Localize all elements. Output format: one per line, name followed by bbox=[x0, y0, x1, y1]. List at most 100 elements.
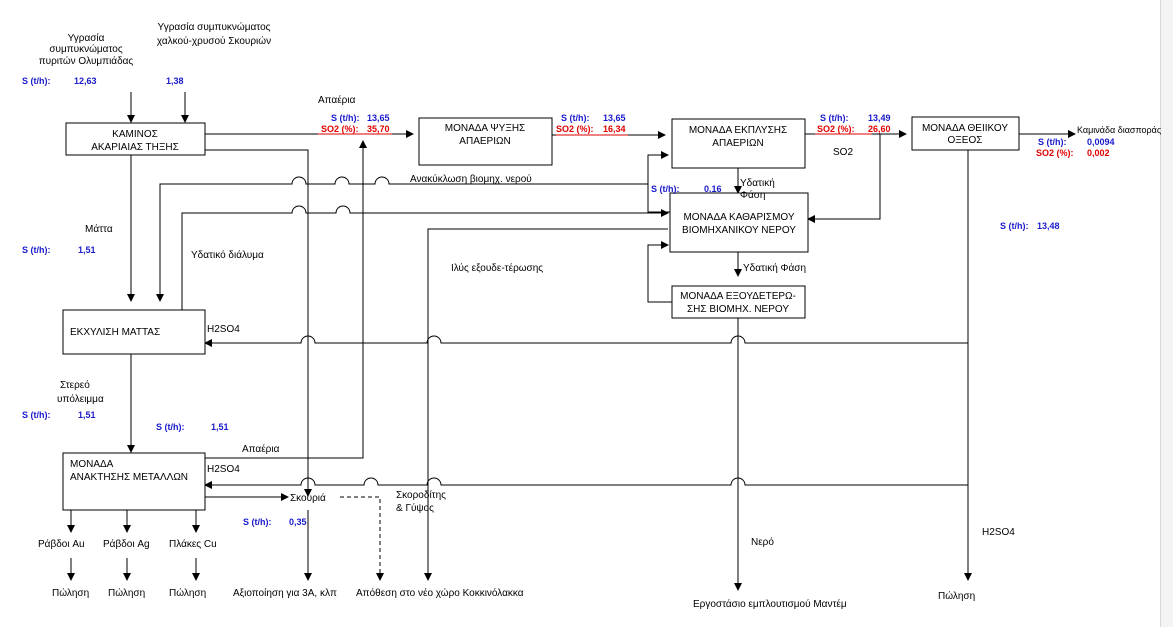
wash-out-so2-label: SO2 (%): bbox=[817, 124, 855, 134]
scorodite-label-2: & Γύψος bbox=[396, 502, 434, 514]
h2so4-label-a: H2SO4 bbox=[207, 324, 240, 335]
ag-label: Ράβδοι Ag bbox=[103, 538, 150, 550]
recovery-in-s-label: S (t/h): bbox=[156, 422, 185, 432]
utilize-label: Αξιοποίηση για 3Α, κλπ bbox=[233, 587, 337, 599]
acid-label-2: ΟΞΕΟΣ bbox=[948, 135, 983, 146]
furnace-out-so2-label: SO2 (%): bbox=[321, 124, 359, 134]
slag-s-value: 0,35 bbox=[289, 517, 307, 527]
furnace-out-s-label: S (t/h): bbox=[331, 113, 360, 123]
wash-out-s-label: S (t/h): bbox=[820, 113, 849, 123]
recirc-water-line bbox=[156, 176, 648, 302]
acid-s-value: 13,48 bbox=[1037, 221, 1060, 231]
washing-label-2: ΑΠΑΕΡΙΩΝ bbox=[712, 138, 763, 149]
slag-line bbox=[205, 149, 312, 497]
aq-solution-label: Υδατικό διάλυμα bbox=[191, 249, 264, 261]
offgas-recovery-line bbox=[205, 140, 367, 459]
water-clean-label-2: ΒΙΟΜΗΧΑΝΙΚΟΥ ΝΕΡΟΥ bbox=[682, 225, 796, 236]
solid-s-label: S (t/h): bbox=[22, 410, 51, 420]
water-clean-label-1: ΜΟΝΑΔΑ ΚΑΘΑΡΙΣΜΟΥ bbox=[683, 212, 794, 223]
furnace-out-so2-value: 35,70 bbox=[367, 124, 390, 134]
water-clean-box bbox=[669, 192, 809, 253]
sale-label-2: Πώληση bbox=[108, 587, 145, 599]
neutral-label-2: ΣΗΣ ΒΙΟΜΗΧ. ΝΕΡΟΥ bbox=[687, 304, 789, 315]
neutral-loop-arrow bbox=[647, 241, 672, 303]
cooling-label-2: ΑΠΑΕΡΙΩΝ bbox=[459, 136, 510, 147]
plant-label: Εργοστάσιο εμπλουτισμού Μαντέμ bbox=[693, 598, 847, 610]
so2-return-arrow bbox=[807, 134, 881, 223]
recovery-box bbox=[62, 452, 206, 511]
offgas-low-label: Απαέρια bbox=[242, 443, 280, 455]
matte-s-value: 1,51 bbox=[78, 245, 96, 255]
recirc-s-label: S (t/h): bbox=[651, 184, 680, 194]
recovery-label-1: ΜΟΝΑΔΑ bbox=[70, 459, 114, 470]
aqueous-phase-label-2: Υδατική Φάση bbox=[743, 262, 806, 274]
washing-box bbox=[671, 118, 806, 169]
stack-so2-value: 0,002 bbox=[1087, 148, 1110, 158]
neutral-box bbox=[671, 285, 806, 319]
stack-so2-label: SO2 (%): bbox=[1036, 148, 1074, 158]
cool-out-s-value: 13,65 bbox=[603, 113, 626, 123]
furnace-label-1: ΚΑΜΙΝΟΣ bbox=[112, 129, 158, 140]
neutral-label-1: ΜΟΝΑΔΑ ΕΞΟΥΔΕΤΕΡΩ- bbox=[680, 291, 796, 302]
offgas-top-label: Απαέρια bbox=[318, 94, 356, 106]
slag-s-label: S (t/h): bbox=[243, 517, 272, 527]
acid-box bbox=[911, 116, 1020, 151]
stack-s-value: 0,0094 bbox=[1087, 137, 1115, 147]
slag-label: Σκουριά bbox=[290, 492, 326, 504]
skouries-label-1: Υγρασία συμπυκνώματος bbox=[158, 21, 271, 33]
cooling-box bbox=[418, 117, 553, 166]
skouries-s-value: 1,38 bbox=[166, 76, 184, 86]
scrollbar-track[interactable] bbox=[1160, 0, 1173, 627]
h2so4-label-c: H2SO4 bbox=[982, 527, 1015, 538]
olympiada-label-1: Υγρασία bbox=[68, 32, 105, 44]
phase-label: Φάση bbox=[740, 189, 766, 201]
matte-s-label: S (t/h): bbox=[22, 245, 51, 255]
stack-s-label: S (t/h): bbox=[1038, 137, 1067, 147]
solid-label-2: υπόλειμμα bbox=[57, 393, 104, 405]
matte-label: Μάττα bbox=[85, 223, 113, 235]
recirc-s-value: 0,16 bbox=[704, 184, 722, 194]
h2so4-label-b: H2SO4 bbox=[207, 464, 240, 475]
wash-out-so2-value: 26,60 bbox=[868, 124, 891, 134]
cooling-label-1: ΜΟΝΑΔΑ ΨΥΞΗΣ bbox=[445, 123, 526, 134]
scorodite-label-1: Σκοροδίτης bbox=[396, 489, 446, 501]
olympiada-s-label: S (t/h): bbox=[22, 76, 51, 86]
h2so4-recovery-line bbox=[204, 477, 968, 489]
disposal-label: Απόθεση στο νέο χώρο Κοκκινόλακκα bbox=[356, 587, 524, 599]
acid-label-1: ΜΟΝΑΔΑ ΘΕΙΙΚΟΥ bbox=[922, 123, 1008, 134]
water-label: Νερό bbox=[751, 536, 774, 548]
leach-label: ΕΚΧΥΛΙΣΗ ΜΑΤΤΑΣ bbox=[70, 327, 160, 338]
olympiada-s-value: 12,63 bbox=[74, 76, 97, 86]
aqueous-phase-label: Υδατική bbox=[740, 177, 775, 189]
furnace-label-2: ΑΚΑΡΙΑΙΑΣ ΤΗΞΗΣ bbox=[91, 142, 179, 153]
olympiada-label-3: πυριτών Ολυμπιάδας bbox=[39, 55, 134, 67]
washing-label-1: ΜΟΝΑΔΑ ΕΚΠΛΥΣΗΣ bbox=[689, 125, 787, 136]
solid-label-1: Στερεό bbox=[60, 379, 90, 391]
skouries-label-2: χαλκού-χρυσού Σκουριών bbox=[157, 35, 271, 47]
h2so4-leach-line bbox=[204, 335, 968, 347]
wash-out-s-value: 13,49 bbox=[868, 113, 891, 123]
cool-out-so2-label: SO2 (%): bbox=[556, 124, 594, 134]
leach-box bbox=[62, 309, 206, 355]
cool-out-s-label: S (t/h): bbox=[561, 113, 590, 123]
acid-s-label: S (t/h): bbox=[1000, 221, 1029, 231]
sale-label-3: Πώληση bbox=[169, 587, 206, 599]
sale-label-4: Πώληση bbox=[938, 590, 975, 602]
sludge-label: Ιλύς εξουδε-τέρωσης bbox=[451, 262, 543, 274]
recirc-label: Ανακύκλωση βιομηχ. νερού bbox=[410, 173, 532, 185]
cool-out-so2-value: 16,34 bbox=[603, 124, 626, 134]
aq-solution-line bbox=[181, 205, 669, 310]
recovery-label-2: ΑΝΑΚΤΗΣΗΣ ΜΕΤΑΛΛΩΝ bbox=[70, 472, 188, 483]
cu-label: Πλάκες Cu bbox=[169, 538, 217, 550]
stack-label: Καμινάδα διασποράς bbox=[1077, 125, 1162, 135]
recovery-in-s-value: 1,51 bbox=[211, 422, 229, 432]
olympiada-label-2: συμπυκνώματος bbox=[49, 43, 122, 55]
so2-label: SO2 bbox=[833, 147, 853, 158]
solid-s-value: 1,51 bbox=[78, 410, 96, 420]
furnace-out-s-value: 13,65 bbox=[367, 113, 390, 123]
sludge-line bbox=[424, 228, 668, 581]
sale-label-1: Πώληση bbox=[52, 587, 89, 599]
au-label: Ράβδοι Au bbox=[38, 538, 85, 550]
furnace-box bbox=[65, 122, 206, 156]
